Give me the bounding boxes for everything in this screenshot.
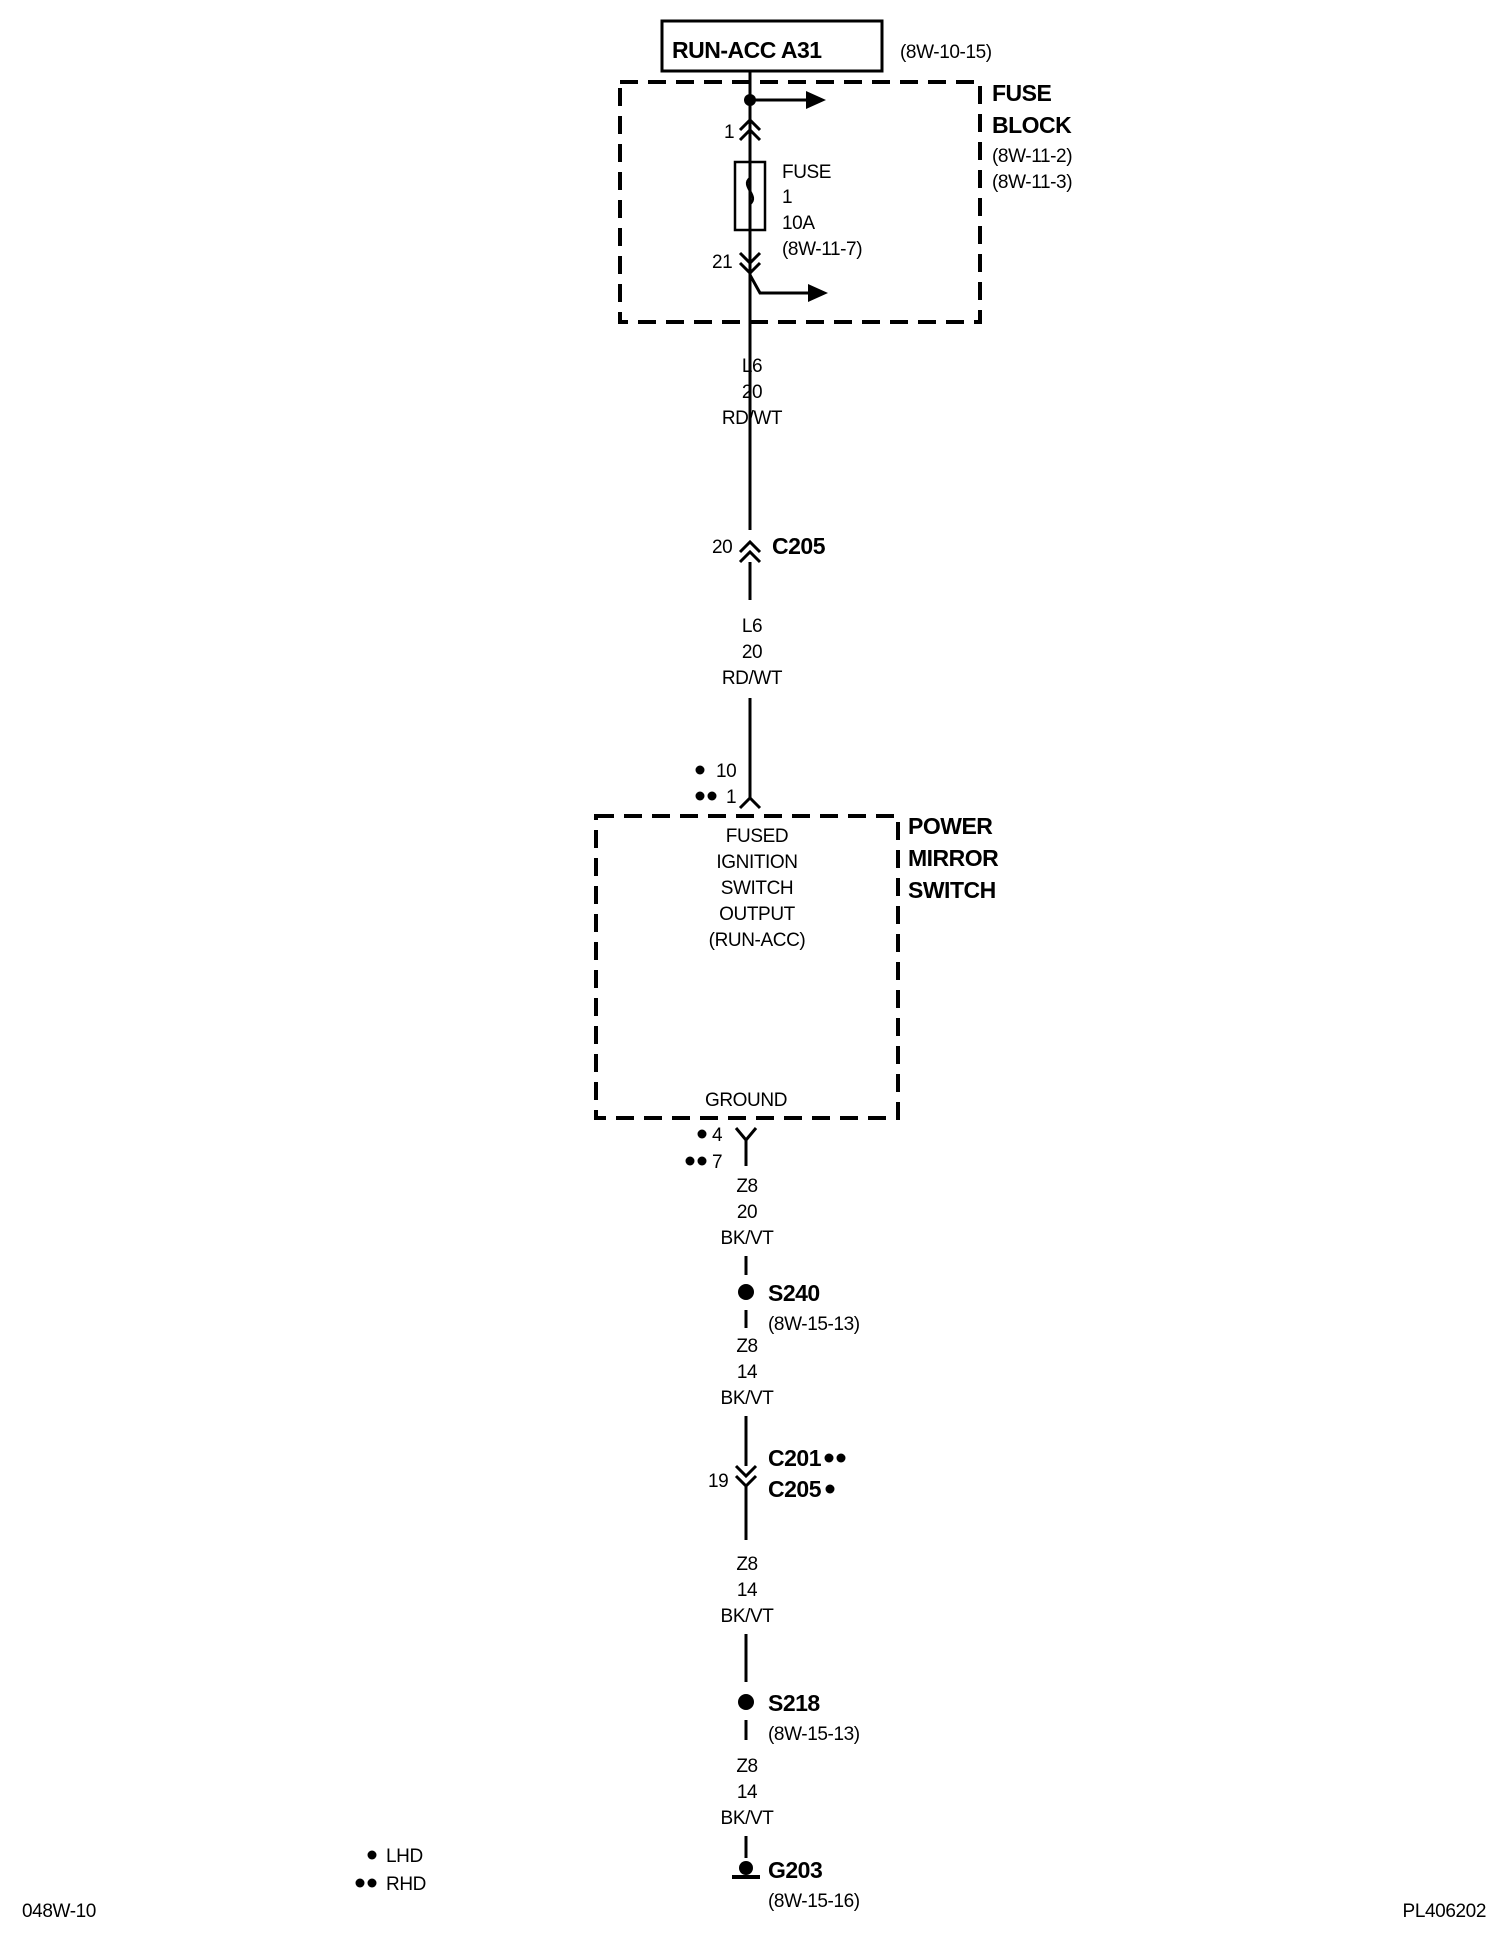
switch-func-line5: (RUN-ACC) xyxy=(709,930,806,951)
rhd-dot-icon xyxy=(697,1156,707,1166)
source-box xyxy=(660,19,884,73)
rhd-dot-icon xyxy=(836,1453,846,1463)
arrow-right-icon xyxy=(806,91,826,109)
fuse-block-title-line2: BLOCK xyxy=(992,112,1072,138)
g203-name: G203 xyxy=(768,1857,822,1883)
g203-ref: (8W-15-16) xyxy=(768,1891,860,1912)
connector-chevron-icon xyxy=(738,795,762,810)
legend-lhd: LHD xyxy=(386,1846,423,1867)
c201-name: C201 xyxy=(768,1445,822,1471)
switch-func-line2: IGNITION xyxy=(716,852,797,873)
rhd-dot-icon xyxy=(367,1878,377,1888)
rhd-dot-icon xyxy=(685,1156,695,1166)
fuse-block-title-line1: FUSE xyxy=(992,80,1052,106)
mirror-switch-title-line3: SWITCH xyxy=(908,877,996,903)
wire2-gauge: 20 xyxy=(742,642,762,663)
wire1-gauge: 20 xyxy=(742,382,762,403)
footer-figure-id: PL406202 xyxy=(1403,1901,1486,1922)
switch-pin-rhd: 1 xyxy=(726,787,736,808)
rhd-dot-icon xyxy=(824,1453,834,1463)
fuse-pin-top: 1 xyxy=(724,122,734,143)
mirror-switch-title-line2: MIRROR xyxy=(908,845,999,871)
mirror-switch-outline xyxy=(594,814,900,1120)
c205-bottom-name: C205 xyxy=(768,1476,822,1502)
c205-pin: 20 xyxy=(712,537,732,558)
lhd-dot-icon xyxy=(695,765,705,775)
connector-chevron-icon xyxy=(738,251,762,266)
connector-chevron-icon xyxy=(738,261,762,276)
wire5-gauge: 14 xyxy=(737,1580,758,1601)
switch-func-line3: SWITCH xyxy=(721,878,794,899)
fuse-number: 1 xyxy=(782,187,792,208)
rhd-dot-icon xyxy=(695,791,705,801)
fuse-element-icon xyxy=(745,162,755,230)
fuse-ref: (8W-11-7) xyxy=(782,239,862,260)
wire5-color: BK/VT xyxy=(721,1606,775,1627)
wire6-circuit: Z8 xyxy=(736,1756,757,1777)
connector-chevron-icon xyxy=(738,549,762,564)
splice-dot xyxy=(738,1284,754,1300)
rhd-dot-icon xyxy=(707,791,717,801)
wire1-color: RD/WT xyxy=(722,408,783,429)
s218-ref: (8W-15-13) xyxy=(768,1724,860,1745)
connector-chevron-icon xyxy=(734,1464,758,1479)
switch-func-line1: FUSED xyxy=(726,826,788,847)
wire4-gauge: 14 xyxy=(737,1362,758,1383)
gnd-pin-lhd: 4 xyxy=(712,1125,723,1146)
switch-pin-lhd: 10 xyxy=(716,761,736,782)
wire2-color: RD/WT xyxy=(722,668,783,689)
branch-wire-bottom xyxy=(748,274,812,295)
fuse-block-outline xyxy=(618,80,982,324)
wire6-color: BK/VT xyxy=(721,1808,775,1829)
connector-chevron-icon xyxy=(738,127,762,142)
arrow-right-icon xyxy=(808,284,828,302)
wire4-circuit: Z8 xyxy=(736,1336,757,1357)
source-ref: (8W-10-15) xyxy=(900,42,992,63)
rhd-dot-icon xyxy=(355,1878,365,1888)
gnd-pin-rhd: 7 xyxy=(712,1152,722,1173)
lhd-dot-icon xyxy=(367,1850,377,1860)
wire1-circuit: L6 xyxy=(742,356,762,377)
connector-chevron-icon xyxy=(738,117,762,132)
splice-dot xyxy=(738,1694,754,1710)
fuse-rating: 10A xyxy=(782,213,815,234)
connector-fork-icon xyxy=(734,1127,758,1143)
switch-ground-label: GROUND xyxy=(705,1090,787,1111)
wire5-circuit: Z8 xyxy=(736,1554,757,1575)
wire4-color: BK/VT xyxy=(721,1388,775,1409)
lhd-dot-icon xyxy=(825,1484,835,1494)
c205-name: C205 xyxy=(772,533,826,559)
fuse-label: FUSE xyxy=(782,162,831,183)
switch-func-line4: OUTPUT xyxy=(719,904,796,925)
wire3-color: BK/VT xyxy=(721,1228,775,1249)
connector-chevron-icon xyxy=(738,539,762,554)
fuse-pin-bottom: 21 xyxy=(712,252,732,273)
fuse-block-ref2: (8W-11-3) xyxy=(992,172,1072,193)
s218-name: S218 xyxy=(768,1690,820,1716)
footer-page-id: 048W-10 xyxy=(22,1901,96,1922)
source-label: RUN-ACC A31 xyxy=(672,37,822,63)
c201-pin: 19 xyxy=(708,1471,728,1492)
wire3-gauge: 20 xyxy=(737,1202,757,1223)
fuse-block-ref1: (8W-11-2) xyxy=(992,146,1072,167)
wire3-circuit: Z8 xyxy=(736,1176,757,1197)
wire6-gauge: 14 xyxy=(737,1782,758,1803)
ground-icon xyxy=(739,1861,753,1875)
wire2-circuit: L6 xyxy=(742,616,762,637)
s240-ref: (8W-15-13) xyxy=(768,1314,860,1335)
legend-rhd: RHD xyxy=(386,1874,426,1895)
mirror-switch-title-line1: POWER xyxy=(908,813,993,839)
lhd-dot-icon xyxy=(697,1129,707,1139)
s240-name: S240 xyxy=(768,1280,820,1306)
